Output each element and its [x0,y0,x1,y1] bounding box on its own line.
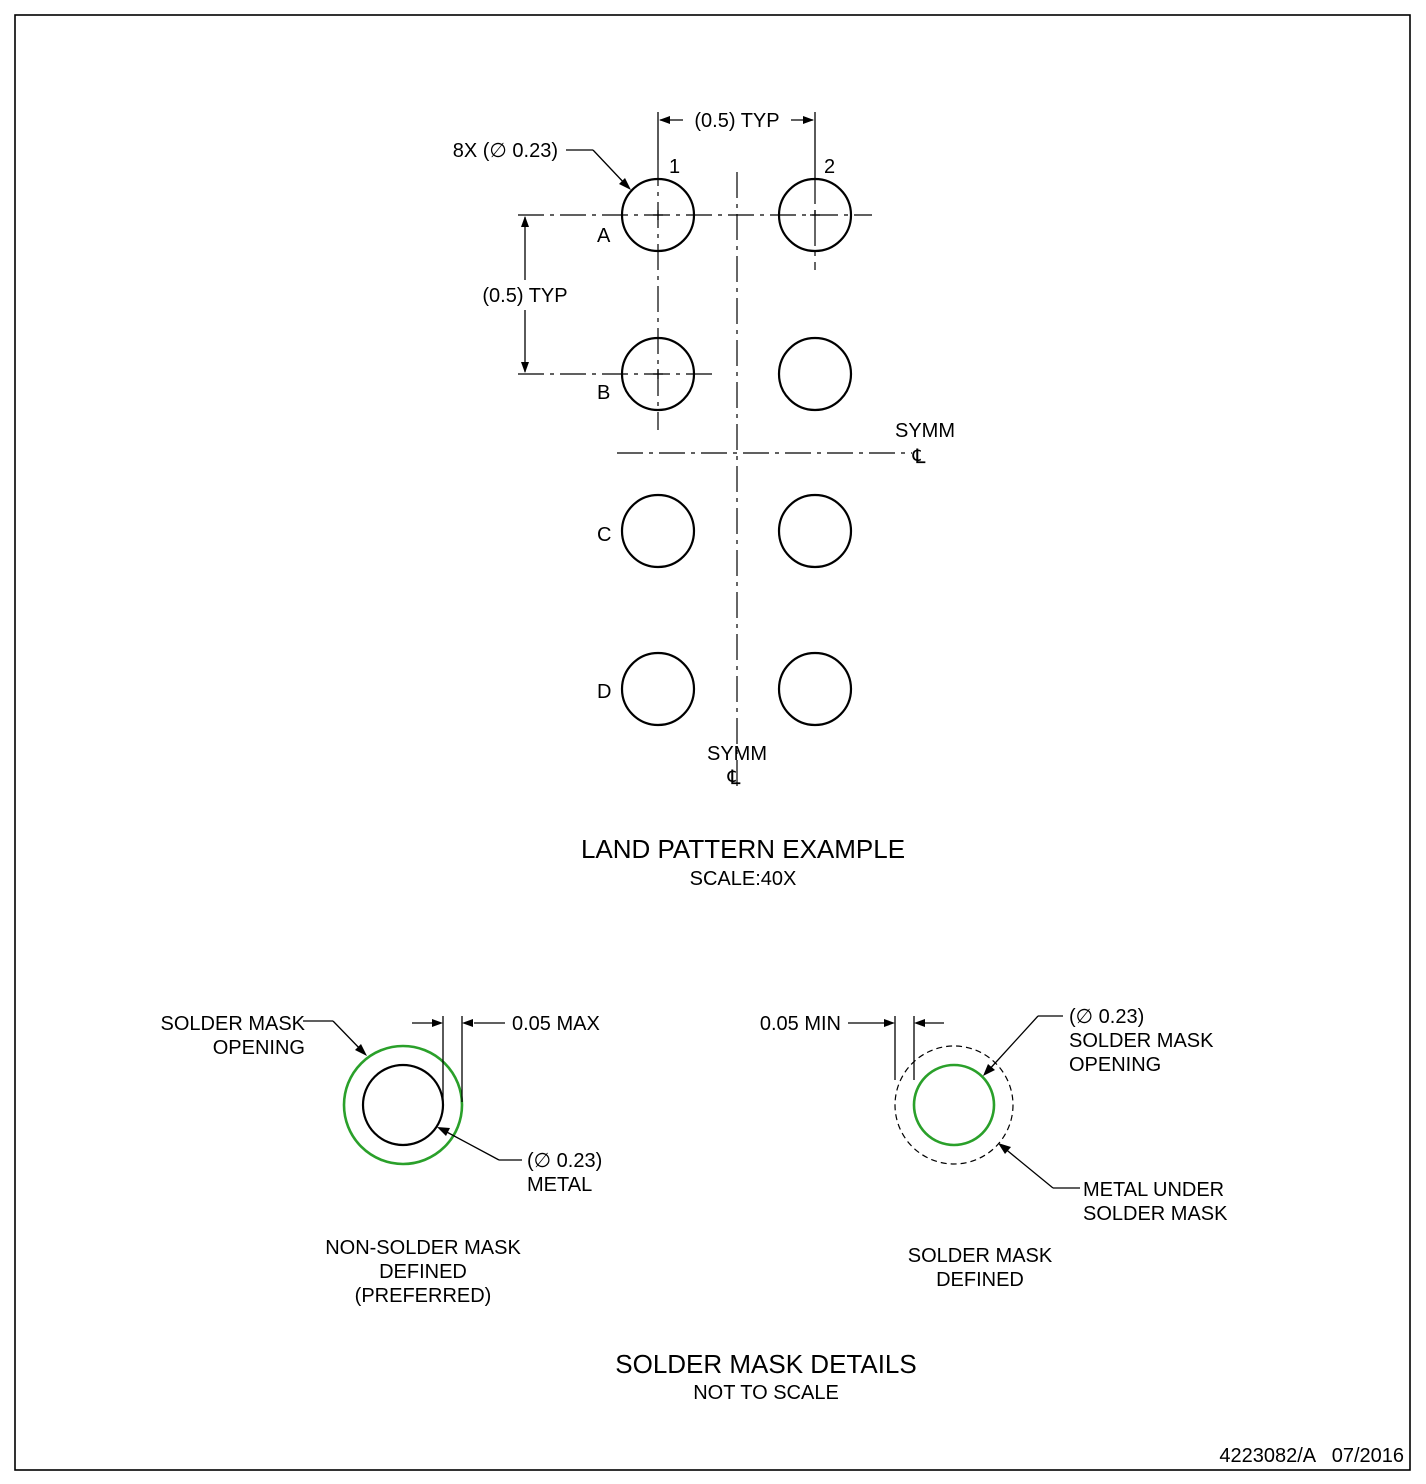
solder-mask-details-title: SOLDER MASK DETAILS [615,1349,917,1379]
nsmd-mask-opening-label-line2: OPENING [213,1037,305,1059]
row-label-D: D [597,681,611,703]
pad-A2 [777,177,853,253]
pad-diameter-callout: 8X (∅ 0.23) [453,140,631,190]
pad-D2 [777,651,853,727]
smd-caption-line1: SOLDER MASK [908,1245,1053,1267]
pad-D1 [620,651,696,727]
nsmd-metal-label-line2: METAL [527,1174,592,1196]
symm-label-horizontal: SYMM [895,420,955,442]
drawing-number: 4223082/A 07/2016 [1219,1445,1404,1467]
smd-clearance-label: 0.05 MIN [760,1013,841,1035]
land-pattern-title: LAND PATTERN EXAMPLE [581,834,905,864]
pad-center-marks [653,210,820,379]
pad-C1 [620,493,696,569]
smd-mask-opening [912,1063,996,1147]
solder-mask-details-scale: NOT TO SCALE [693,1382,839,1404]
smd-opening-label-line2: SOLDER MASK [1069,1030,1214,1052]
nsmd-caption-line3: (PREFERRED) [355,1285,492,1307]
row-label-A: A [597,225,611,247]
horizontal-pitch-dimension: (0.5) TYP [657,110,816,178]
nsmd-mask-opening [342,1044,464,1166]
pad-C2 [777,493,853,569]
vertical-pitch-label: (0.5) TYP [482,285,567,307]
vertical-pitch-dimension: (0.5) TYP [482,216,568,373]
row-label-B: B [597,382,610,404]
pad-diameter-label: 8X (∅ 0.23) [453,140,558,162]
land-pattern-view: 1 2 A B C D (0.5) TYP (0.5) TYP [453,110,955,890]
smd-caption-line2: DEFINED [936,1269,1024,1291]
nsmd-detail: 0.05 MAX SOLDER MASK OPENING (∅ 0.23) ME… [161,1013,603,1307]
smd-metal-label-line2: SOLDER MASK [1083,1203,1228,1225]
land-pattern-scale: SCALE:40X [690,868,797,890]
smd-opening-label-line1: (∅ 0.23) [1069,1006,1144,1028]
smd-detail: 0.05 MIN (∅ 0.23) SOLDER MASK OPENING ME… [760,1006,1228,1291]
pad-A1 [620,177,696,253]
row-label-C: C [597,524,611,546]
symm-label-vertical: SYMM [707,743,767,765]
nsmd-clearance-label: 0.05 MAX [512,1013,600,1035]
horizontal-pitch-label: (0.5) TYP [694,110,779,132]
nsmd-caption-line1: NON-SOLDER MASK [325,1237,521,1259]
nsmd-mask-opening-label-line1: SOLDER MASK [161,1013,306,1035]
nsmd-metal-label-line1: (∅ 0.23) [527,1150,602,1172]
smd-metal-under-mask [894,1045,1014,1165]
centerline-symbol-horizontal: ℄ [912,446,926,468]
smd-metal-label-line1: METAL UNDER [1083,1179,1224,1201]
nsmd-metal-pad [361,1063,445,1147]
smd-opening-label-line3: OPENING [1069,1054,1161,1076]
column-label-1: 1 [669,156,680,178]
centerline-symbol-vertical: ℄ [727,767,741,789]
pad-B1 [620,336,696,412]
column-label-2: 2 [824,156,835,178]
sheet-border [14,14,1411,1471]
pad-B2 [777,336,853,412]
nsmd-caption-line2: DEFINED [379,1261,467,1283]
